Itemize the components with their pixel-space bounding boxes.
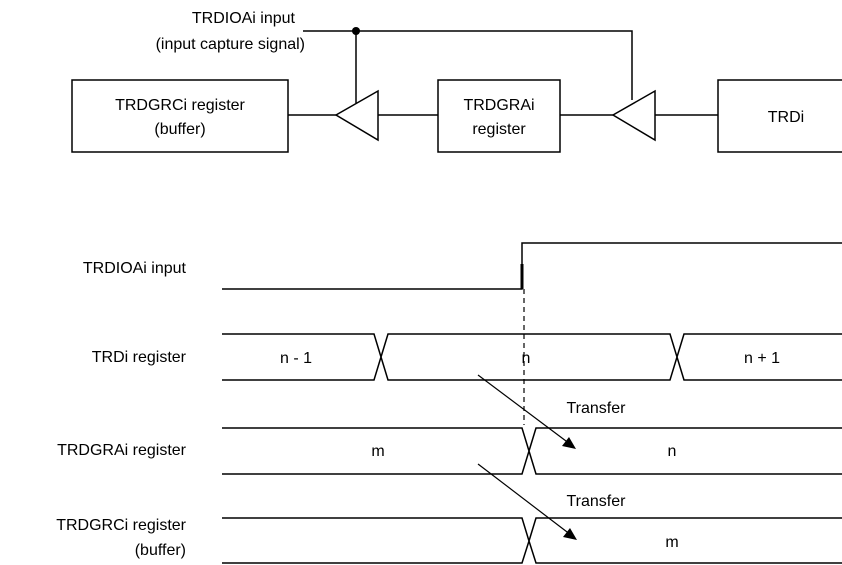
transfer-label-2: Transfer	[567, 493, 627, 510]
signal-label-trdgra: TRDGRAi register	[57, 442, 187, 459]
input-signal-line	[303, 30, 633, 100]
trdgra-register-box	[437, 79, 561, 153]
trdgra-register-label: TRDGRAi	[463, 97, 534, 114]
transfer-arrow-1	[477, 374, 571, 445]
input-label: TRDIOAi input	[192, 10, 296, 27]
transfer-arrowhead-1	[562, 437, 576, 449]
trdgrc-register-label: TRDGRCi register	[115, 97, 245, 114]
trdgra-register-sublabel: register	[472, 121, 526, 138]
trdi-bus	[222, 333, 842, 381]
transfer-arrowhead-2	[563, 528, 577, 540]
signal-label-trdgrc-sub: (buffer)	[135, 542, 186, 559]
trdi-value-0: n - 1	[280, 350, 312, 367]
transfer-arrow-2	[477, 463, 572, 536]
trdioa-waveform	[222, 242, 842, 290]
trdgra-bus	[222, 427, 842, 475]
signal-label-trdioa: TRDIOAi input	[83, 260, 187, 277]
trdi-label: TRDi	[768, 109, 804, 126]
signal-label-trdgrc: TRDGRCi register	[56, 517, 186, 534]
trdi-value-2: n + 1	[744, 350, 780, 367]
signal-label-trdi: TRDi register	[92, 349, 187, 366]
buffer-triangle-2	[611, 89, 656, 142]
trdgra-value-0: m	[371, 443, 384, 460]
trdi-value-1: n	[522, 350, 531, 367]
input-label-sub: (input capture signal)	[156, 36, 305, 53]
transfer-label-1: Transfer	[567, 400, 627, 417]
trdgrc-value-0: m	[665, 534, 678, 551]
trdi-box	[717, 79, 842, 153]
trdgrc-bus	[222, 517, 842, 564]
buffer-triangle-1	[334, 89, 379, 142]
trdgra-value-1: n	[668, 443, 677, 460]
trdgrc-register-box	[71, 79, 289, 153]
trdgrc-register-sublabel: (buffer)	[154, 121, 205, 138]
